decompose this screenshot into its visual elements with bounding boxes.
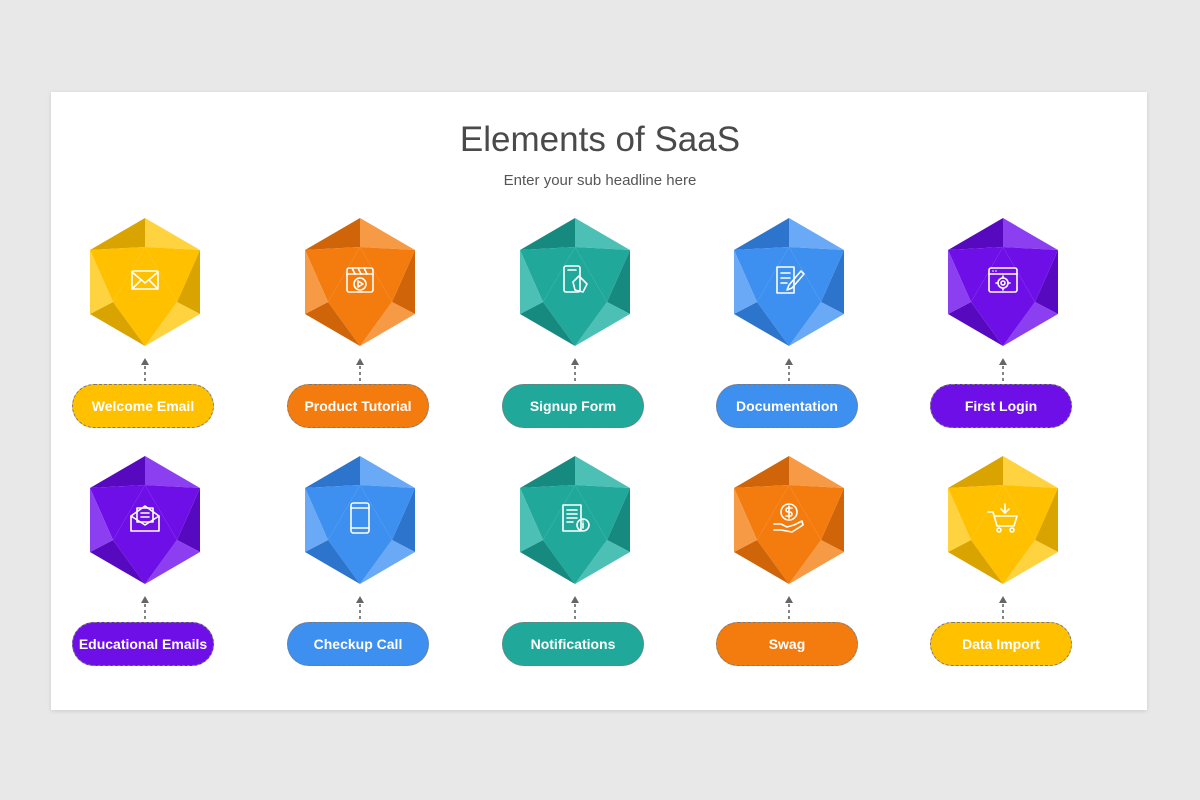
hexagon-gem (734, 456, 844, 584)
open-mail-icon (130, 505, 160, 532)
element-label-pill[interactable]: Signup Form (502, 384, 644, 428)
dashed-arrow-connector (356, 358, 364, 386)
dashed-arrow-connector (999, 358, 1007, 386)
element-label-pill[interactable]: Notifications (502, 622, 644, 666)
element-card: Swag (709, 456, 869, 676)
hexagon-gem (948, 218, 1058, 346)
dashed-arrow-connector (571, 596, 579, 624)
hexagon-gem (90, 218, 200, 346)
hexagon-gem (305, 218, 415, 346)
envelope-icon (131, 270, 159, 290)
element-label-pill[interactable]: Welcome Email (72, 384, 214, 428)
web-settings-icon (988, 267, 1018, 293)
dashed-arrow-connector (141, 596, 149, 624)
dashed-arrow-connector (141, 358, 149, 386)
smartphone-icon (350, 502, 370, 534)
element-card: Signup Form (495, 218, 655, 438)
hexagon-gem (90, 456, 200, 584)
video-player-icon (346, 267, 374, 293)
dashed-arrow-connector (356, 596, 364, 624)
hexagon-gem (305, 456, 415, 584)
element-card: First Login (923, 218, 1083, 438)
dashed-arrow-connector (785, 358, 793, 386)
page-subtitle: Enter your sub headline here (503, 172, 697, 189)
document-info-icon (562, 504, 590, 532)
page-title: Elements of SaaS (459, 120, 741, 159)
element-label-pill[interactable]: Checkup Call (287, 622, 429, 666)
hexagon-gem (520, 456, 630, 584)
element-card: Documentation (709, 218, 869, 438)
document-edit-icon (776, 266, 805, 294)
element-label-pill[interactable]: Product Tutorial (287, 384, 429, 428)
element-label-pill[interactable]: Data Import (930, 622, 1072, 666)
element-card: Product Tutorial (280, 218, 440, 438)
dashed-arrow-connector (999, 596, 1007, 624)
hexagon-gem (734, 218, 844, 346)
shopping-cart-icon (987, 503, 1018, 533)
hexagon-gem (520, 218, 630, 346)
element-label-pill[interactable]: Swag (716, 622, 858, 666)
hexagon-gem (948, 456, 1058, 584)
mobile-touch-icon (563, 265, 588, 293)
element-card: Checkup Call (280, 456, 440, 676)
element-label-pill[interactable]: First Login (930, 384, 1072, 428)
element-card: Notifications (495, 456, 655, 676)
element-label-pill[interactable]: Documentation (716, 384, 858, 428)
element-card: Educational Emails (65, 456, 225, 676)
dashed-arrow-connector (785, 596, 793, 624)
dashed-arrow-connector (571, 358, 579, 386)
element-card: Welcome Email (65, 218, 225, 438)
element-label-pill[interactable]: Educational Emails (72, 622, 214, 666)
money-hand-icon (773, 503, 804, 533)
element-card: Data Import (923, 456, 1083, 676)
